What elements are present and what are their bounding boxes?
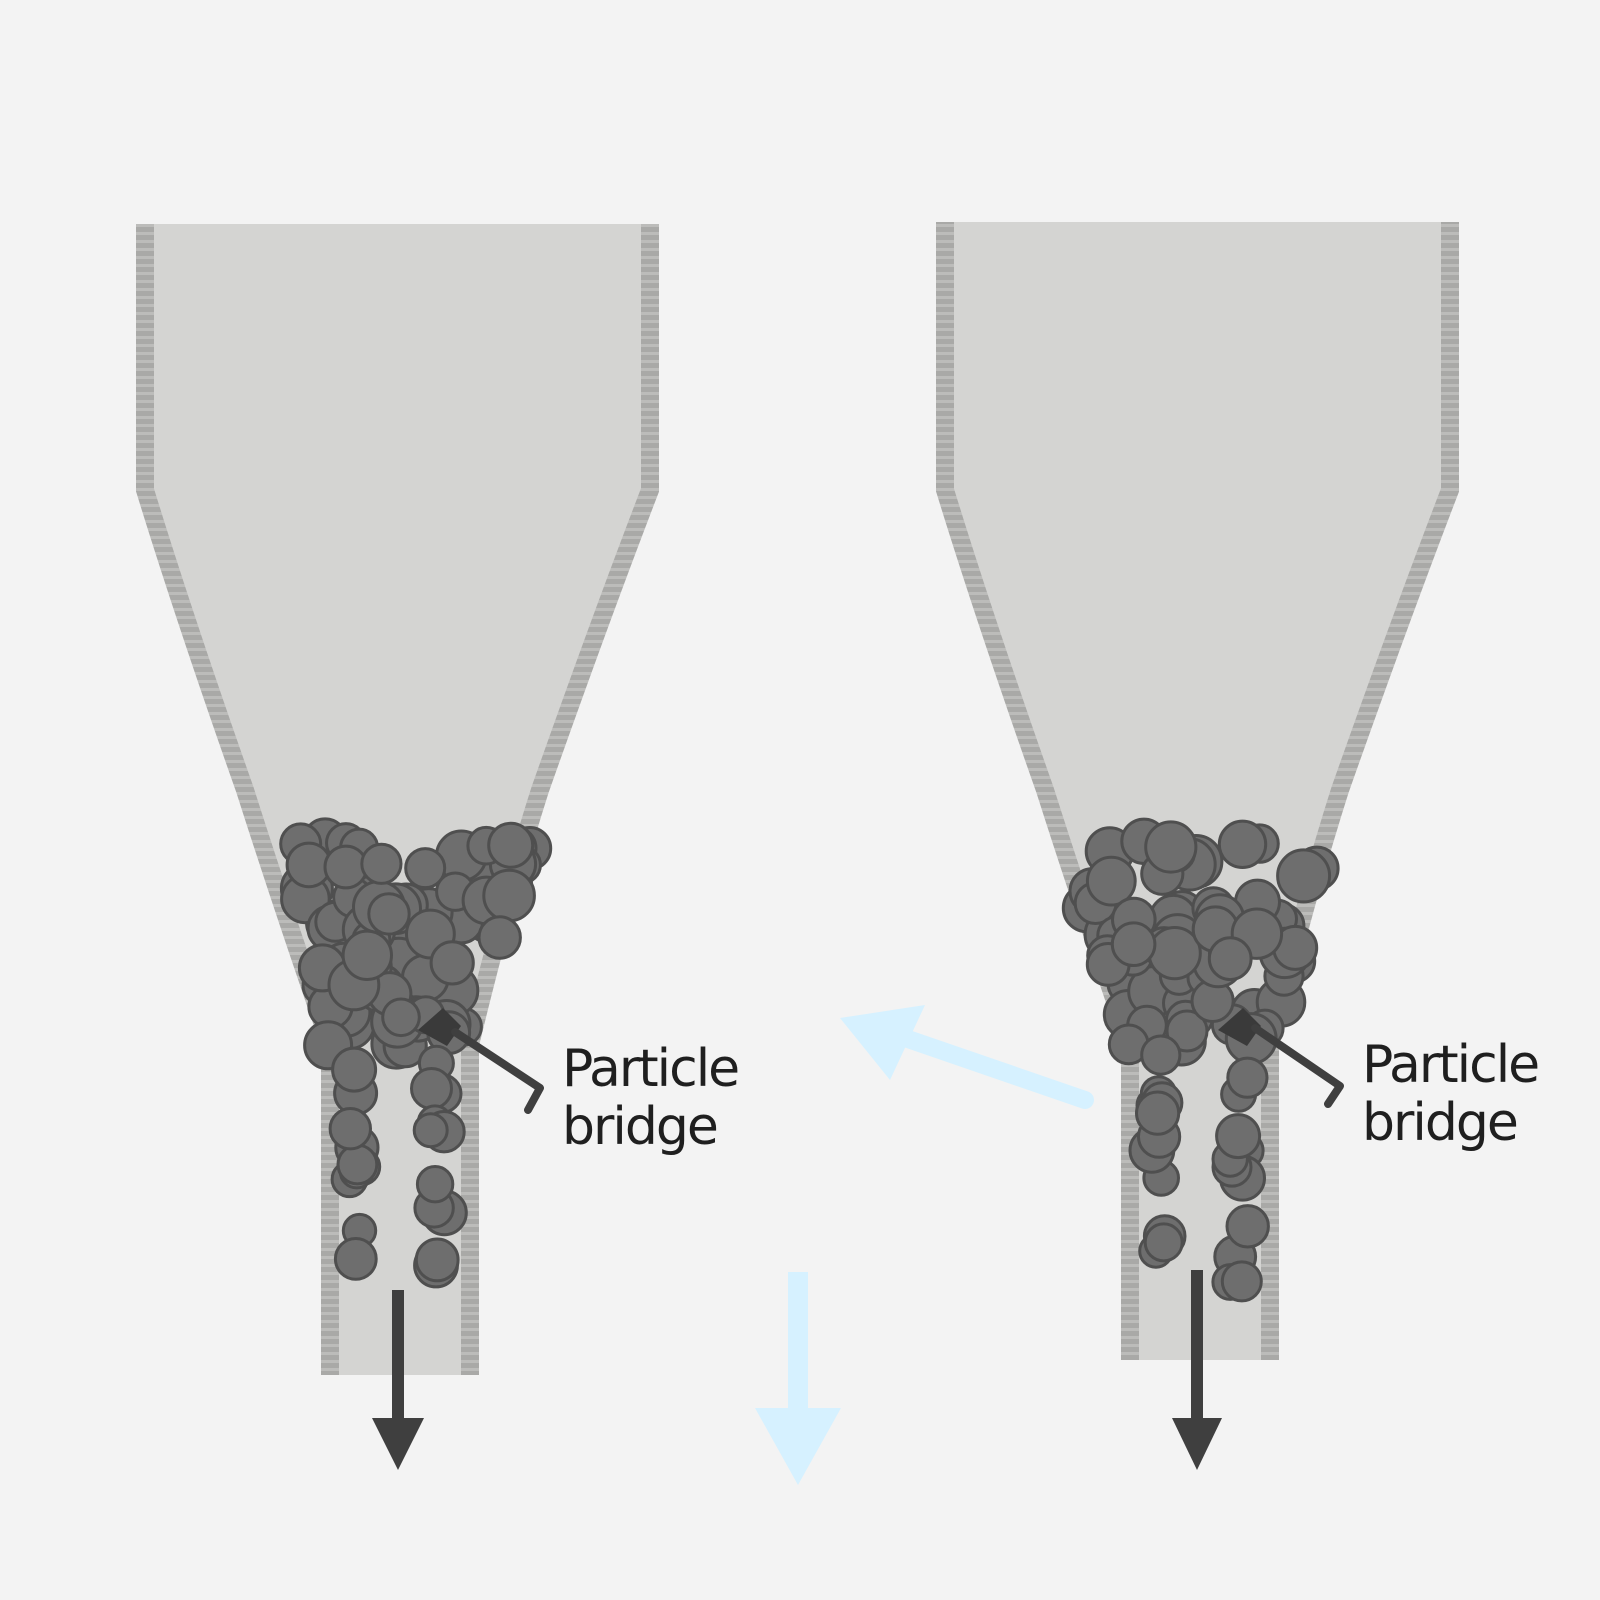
particle <box>404 847 447 890</box>
particle <box>1110 921 1157 968</box>
bridge-core-marker <box>1218 1008 1261 1046</box>
transition-arrow <box>840 1005 1094 1109</box>
particle <box>1225 1204 1270 1249</box>
left-hopper-wall-right <box>461 224 659 1375</box>
particle <box>410 1067 453 1110</box>
right-hopper-body <box>945 222 1450 1360</box>
particle <box>415 1165 455 1204</box>
particle <box>414 1237 460 1283</box>
particle <box>323 844 369 890</box>
particle <box>331 1046 378 1093</box>
particle <box>1207 936 1253 982</box>
particle <box>341 929 393 981</box>
particle <box>1226 1056 1269 1099</box>
left-hopper <box>136 224 659 1470</box>
particle <box>412 1112 449 1149</box>
particle <box>360 842 403 885</box>
left-particle-bridge-label: Particle bridge <box>562 1039 740 1157</box>
particle <box>1165 1009 1209 1053</box>
particle <box>1217 819 1268 869</box>
left-discharge-arrowhead <box>372 1418 424 1470</box>
particle <box>1143 1222 1184 1263</box>
particle <box>1144 820 1198 874</box>
particle <box>328 1107 372 1151</box>
particle <box>477 915 522 960</box>
right-label-line-1: Particle <box>1362 1035 1540 1095</box>
particle <box>429 940 475 986</box>
downward-flow-arrow <box>755 1272 841 1485</box>
particle <box>482 868 536 923</box>
particle <box>1215 1113 1262 1160</box>
particle <box>336 1143 379 1186</box>
right-discharge-arrowhead <box>1172 1418 1222 1470</box>
left-hopper-body <box>145 224 650 1375</box>
left-label-line-2: bridge <box>562 1097 719 1157</box>
right-particle-bridge-label: Particle bridge <box>1362 1035 1540 1153</box>
particle <box>1276 848 1332 904</box>
particle <box>487 821 535 869</box>
particle <box>381 997 421 1038</box>
particle <box>1140 1034 1182 1076</box>
bridge-core-marker <box>418 1008 461 1046</box>
particle <box>1085 855 1137 907</box>
right-hopper <box>936 222 1459 1470</box>
left-label-line-1: Particle <box>562 1039 740 1099</box>
particle <box>1135 1090 1181 1136</box>
particle <box>333 1237 378 1281</box>
particle <box>1220 1260 1263 1303</box>
left-particle-cluster <box>279 817 553 1289</box>
right-label-line-2: bridge <box>1362 1093 1519 1153</box>
right-pointer-line <box>1251 1024 1344 1108</box>
particle <box>367 892 411 936</box>
left-pointer-line <box>451 1028 544 1114</box>
right-particle-cluster <box>1061 817 1340 1303</box>
